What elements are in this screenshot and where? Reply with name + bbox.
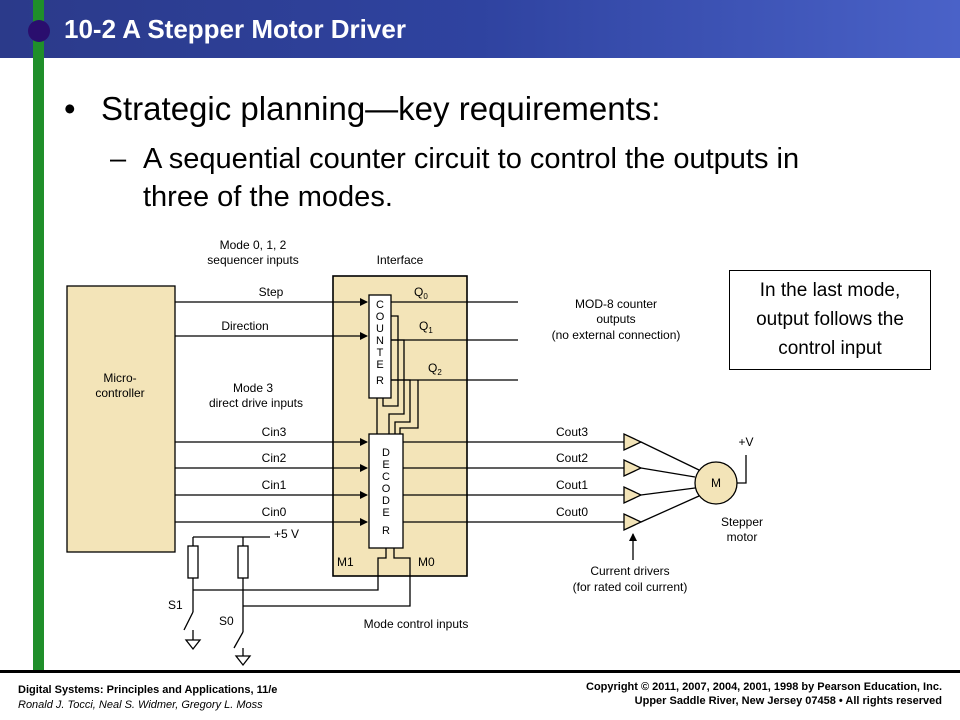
footer-rule [0,670,960,673]
counter-decoder-bus-1 [382,315,399,407]
s0-label: S0 [219,614,234,628]
title-bar [0,0,960,58]
title-dot-icon [28,20,50,42]
counter-letter: U [376,323,384,335]
decoder-letter: D [382,447,390,459]
green-accent-bar [33,0,44,672]
sub-bullet-text: A sequential counter circuit to control … [143,143,800,213]
mod8-label-2: outputs [596,312,635,326]
driver-2 [623,458,643,478]
motor-supply-line [737,455,747,484]
driver-1 [623,485,643,505]
footer-authors: Ronald J. Tocci, Neal S. Widmer, Gregory… [18,699,263,711]
footer-copyright: Copyright © 2011, 2007, 2004, 2001, 1998… [586,681,942,693]
supply-label: +5 V [274,527,299,541]
sub-bullet-marker: – [110,143,127,175]
motor-label-2: motor [727,530,758,544]
switch-s0 [233,631,244,649]
cin0-label: Cin0 [262,505,287,519]
drivers-label-2: (for rated coil current) [573,580,688,594]
note-line: control input [778,338,882,359]
micro-label-2: controller [95,386,144,400]
counter-decoder-bus-4 [399,380,419,434]
m1-label: M1 [337,555,354,569]
mode012-header-2: sequencer inputs [207,253,298,267]
m1-wire [193,548,387,591]
resistor-0 [237,545,249,579]
vplus-label: +V [738,435,753,449]
cout3-label: Cout3 [556,425,588,439]
counter-box [368,294,392,399]
cout0-label: Cout0 [556,505,588,519]
footer-book: Digital Systems: Principles and Applicat… [18,684,278,696]
counter-letter: E [376,359,383,371]
ground-s0 [234,655,252,667]
q2-label: Q2 [428,361,442,377]
counter-decoder-bus-3 [391,379,411,434]
cout1-label: Cout1 [556,478,588,492]
switch-s1 [183,611,194,631]
counter-letter: O [376,311,385,323]
cin3-label: Cin3 [262,425,287,439]
ground-s1 [184,639,202,651]
mode012-header-1: Mode 0, 1, 2 [220,238,287,252]
motor-wire-0 [640,495,700,523]
cin2-label: Cin2 [262,451,287,465]
decoder-letter: D [382,495,390,507]
mode3-header-2: direct drive inputs [209,396,303,410]
mod8-label-1: MOD-8 counter [575,297,657,311]
main-bullet-text: Strategic planning—key requirements: [101,90,661,127]
motor-wire-3 [640,441,700,471]
drivers-label-1: Current drivers [590,564,669,578]
driver-0 [623,512,643,532]
interface-label: Interface [377,253,424,267]
q0-label: Q0 [414,285,428,301]
motor-wire-1 [640,487,696,496]
decoder-letter: E [382,507,389,519]
note-line: In the last mode, [759,280,901,301]
note-box: In the last mode, output follows the con… [729,270,931,370]
counter-letter: R [376,375,384,387]
m0-label: M0 [418,555,435,569]
decoder-letter: C [382,471,390,483]
motor-letter: M [711,476,721,490]
decoder-letter: E [382,459,389,471]
mod8-label-3: (no external connection) [552,328,681,342]
counter-letter: T [377,347,384,359]
cout2-label: Cout2 [556,451,588,465]
slide-title: 10-2 A Stepper Motor Driver [64,14,406,44]
note-line: output follows the [756,309,904,330]
bullet-marker: • [64,90,76,127]
microcontroller-block [66,285,176,553]
motor-wire-2 [640,467,696,478]
mode-control-label: Mode control inputs [364,617,469,631]
footer-address: Upper Saddle River, New Jersey 07458 • A… [634,695,942,707]
resistor-1 [187,545,199,579]
s1-label: S1 [168,598,183,612]
direction-label: Direction [221,319,268,333]
m0-wire [243,548,411,607]
mode3-header-1: Mode 3 [233,381,273,395]
q1-label: Q1 [419,319,433,335]
driver-3 [623,432,643,452]
counter-decoder-bus-2 [388,339,405,434]
step-label: Step [259,285,284,299]
counter-letter: N [376,335,384,347]
counter-letter: C [376,299,384,311]
decoder-letter: O [382,483,391,495]
motor-label-1: Stepper [721,515,763,529]
cin1-label: Cin1 [262,478,287,492]
decoder-letter: R [382,525,390,537]
micro-label-1: Micro- [103,371,136,385]
